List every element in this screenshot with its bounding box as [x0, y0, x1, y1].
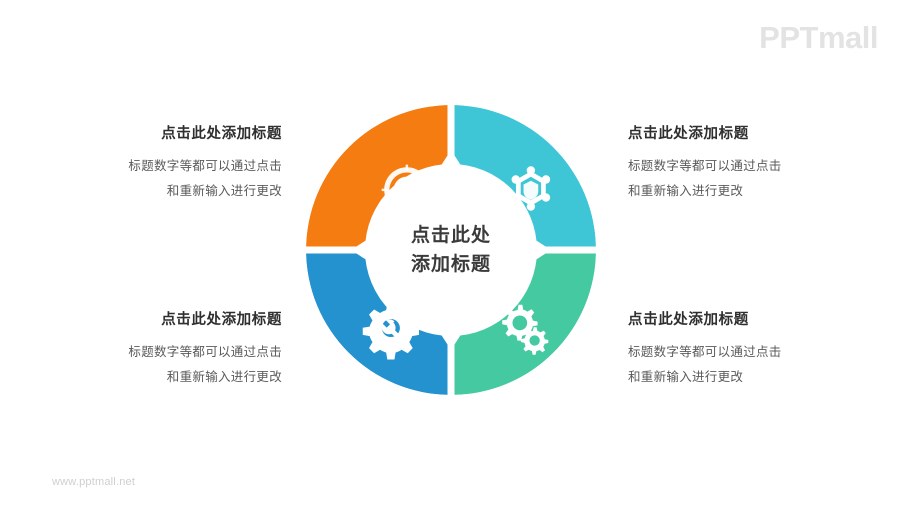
block-description-line1: 标题数字等都可以通过点击 [128, 159, 282, 174]
block-description: 标题数字等都可以通过点击 和重新输入进行更改 [628, 154, 868, 204]
block-description-line1: 标题数字等都可以通过点击 [128, 345, 282, 360]
footer-url: www.pptmall.net [52, 476, 136, 488]
block-description-line1: 标题数字等都可以通过点击 [628, 345, 782, 360]
donut-svg [306, 105, 596, 395]
block-description-line2: 和重新输入进行更改 [166, 184, 282, 199]
block-title: 点击此处添加标题 [628, 126, 749, 142]
pptmall-logo: PPTmall [759, 20, 878, 55]
text-block-top-left[interactable]: 点击此处添加标题 标题数字等都可以通过点击 和重新输入进行更改 [42, 126, 282, 204]
block-description: 标题数字等都可以通过点击 和重新输入进行更改 [42, 154, 282, 204]
cycle-diagram: 点击此处 添加标题 [306, 105, 596, 395]
block-description-line1: 标题数字等都可以通过点击 [628, 159, 782, 174]
gear-wrench-icon [362, 303, 420, 360]
text-block-bottom-right[interactable]: 点击此处添加标题 标题数字等都可以通过点击 和重新输入进行更改 [628, 312, 868, 390]
text-block-bottom-left[interactable]: 点击此处添加标题 标题数字等都可以通过点击 和重新输入进行更改 [42, 312, 282, 390]
target-check-icon [381, 164, 433, 216]
block-title: 点击此处添加标题 [161, 312, 282, 328]
block-title: 点击此处添加标题 [628, 312, 749, 328]
block-description-line2: 和重新输入进行更改 [628, 370, 744, 385]
block-description: 标题数字等都可以通过点击 和重新输入进行更改 [628, 340, 868, 390]
text-block-top-right[interactable]: 点击此处添加标题 标题数字等都可以通过点击 和重新输入进行更改 [628, 126, 868, 204]
network-shield-icon [511, 166, 551, 211]
double-gear-icon [502, 304, 549, 355]
block-description: 标题数字等都可以通过点击 和重新输入进行更改 [42, 340, 282, 390]
inner-star-notches [351, 150, 551, 350]
block-description-line2: 和重新输入进行更改 [166, 370, 282, 385]
block-title: 点击此处添加标题 [161, 126, 282, 142]
block-description-line2: 和重新输入进行更改 [628, 184, 744, 199]
